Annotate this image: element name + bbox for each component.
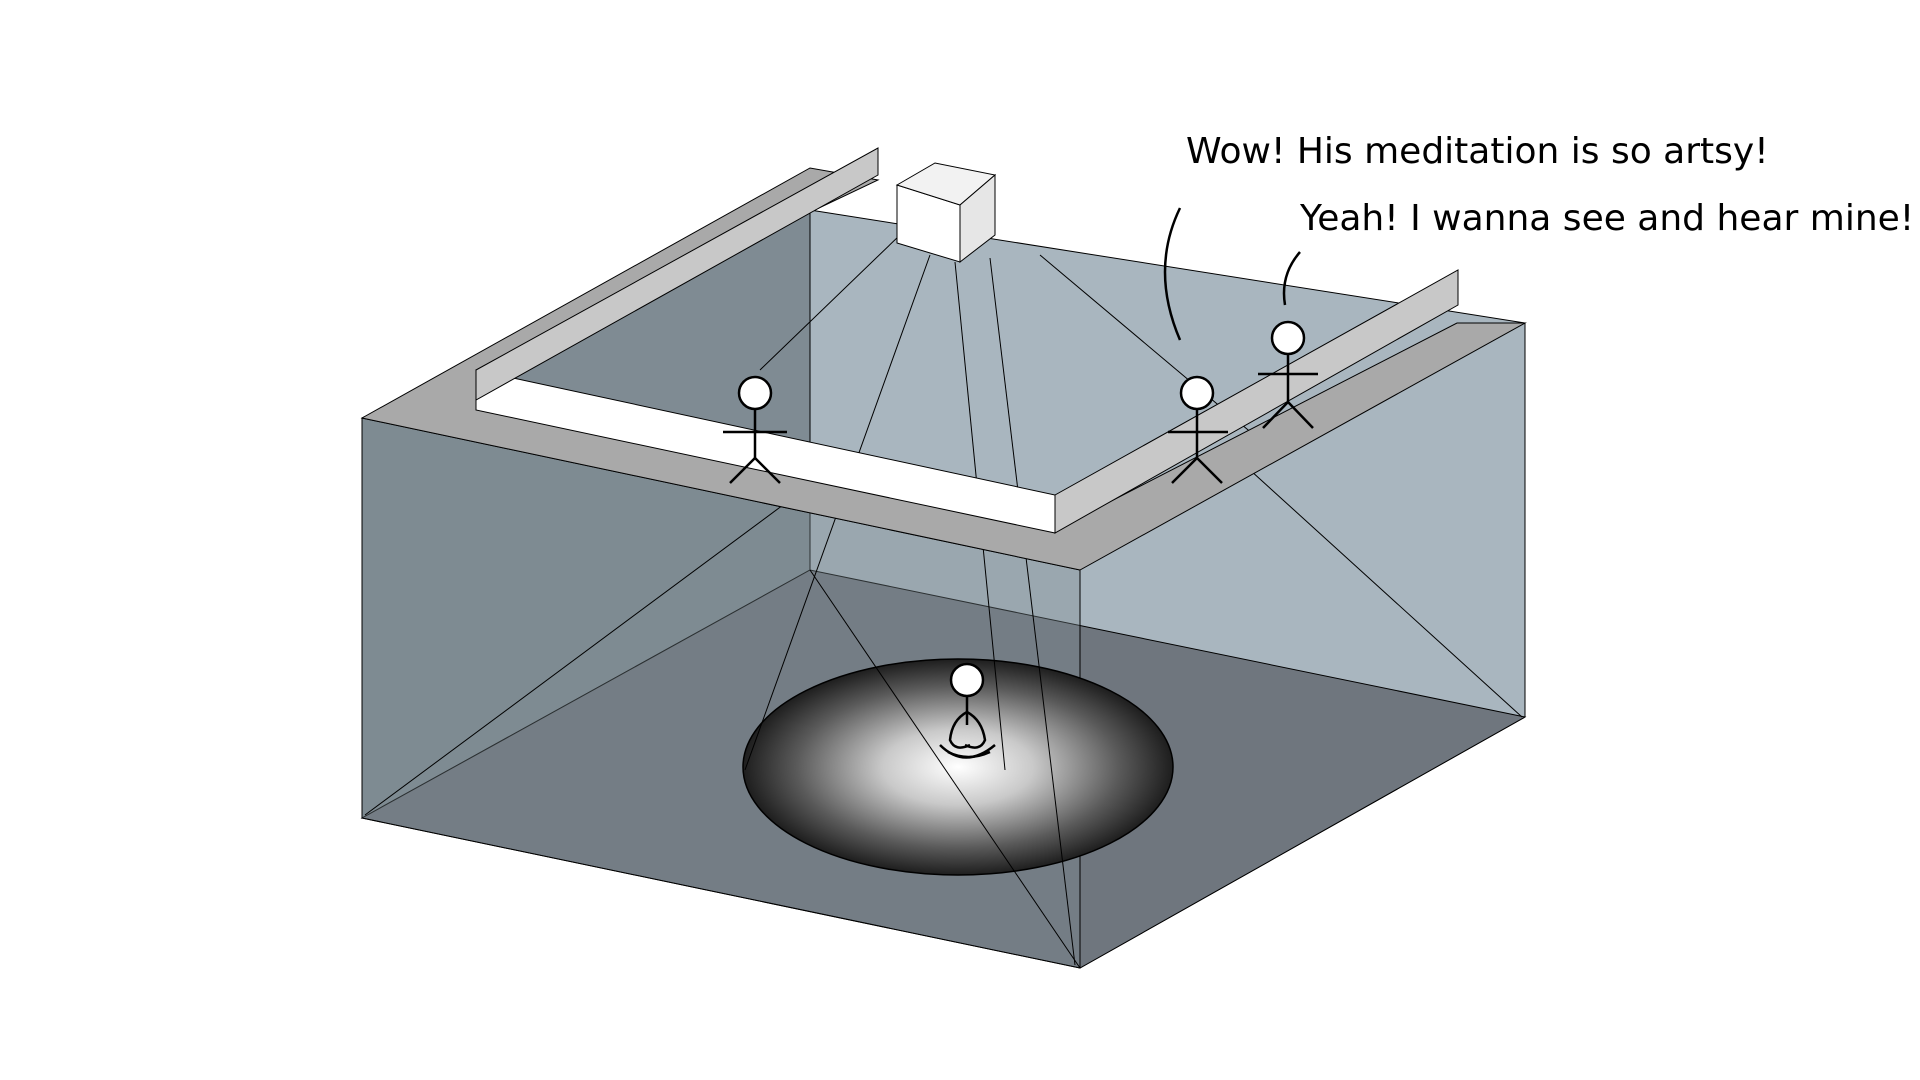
speech-tail-1 bbox=[1163, 207, 1182, 341]
stick-figure-right-back bbox=[1258, 320, 1318, 429]
meditating-figure bbox=[939, 662, 996, 759]
spotlight-pool bbox=[742, 658, 1174, 876]
ceiling-lamp-box bbox=[895, 162, 997, 264]
ledge-railing-back-right bbox=[1054, 269, 1459, 534]
speech-caption-1: Wow! His meditation is so artsy! bbox=[1186, 131, 1769, 172]
stick-figure-left bbox=[723, 375, 787, 484]
speech-tail-2 bbox=[1282, 251, 1301, 306]
speech-caption-2: Yeah! I wanna see and hear mine! bbox=[1299, 198, 1914, 239]
stick-figure-right-front bbox=[1168, 375, 1228, 484]
ledge-railing-back-left bbox=[475, 147, 879, 401]
